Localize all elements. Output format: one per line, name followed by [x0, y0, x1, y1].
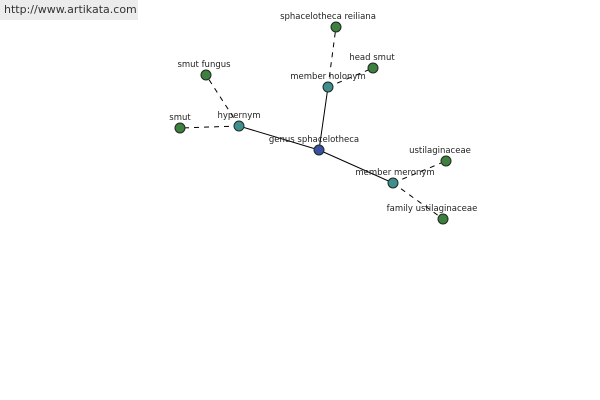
edge-center-hypernym	[238, 125, 320, 151]
node-label-familyust[interactable]: family ustilaginaceae	[387, 204, 478, 214]
node-label-headsmut[interactable]: head smut	[349, 53, 395, 63]
node-smut[interactable]	[174, 122, 186, 134]
node-label-hypernym[interactable]: hypernym	[217, 111, 260, 121]
node-center[interactable]	[313, 144, 325, 156]
graph-labels: genus sphacelotheca hypernym member holony…	[169, 12, 477, 214]
edge-hypernym-smutfungus	[205, 74, 240, 127]
node-label-holonym[interactable]: member holonym	[290, 72, 365, 82]
edge-center-meronym	[318, 149, 394, 184]
edge-holonym-headsmut	[327, 67, 374, 88]
site-url-banner[interactable]: http://www.artikata.com	[0, 0, 138, 20]
edge-holonym-reiliana	[327, 26, 337, 88]
node-label-smut[interactable]: smut	[169, 113, 191, 123]
node-familyust[interactable]	[437, 213, 449, 225]
edge-meronym-familyust	[392, 182, 444, 220]
node-label-smutfungus[interactable]: smut fungus	[177, 60, 231, 70]
edge-center-holonym	[318, 86, 329, 151]
node-reiliana[interactable]	[330, 21, 342, 33]
node-ustilaginaceae[interactable]	[440, 155, 452, 167]
graph-edges	[179, 26, 447, 220]
node-meronym[interactable]	[387, 177, 399, 189]
graph-nodes	[174, 21, 452, 225]
node-smutfungus[interactable]	[200, 69, 212, 81]
node-hypernym[interactable]	[233, 120, 245, 132]
node-headsmut[interactable]	[367, 62, 379, 74]
node-label-meronym[interactable]: member meronym	[355, 168, 434, 178]
node-holonym[interactable]	[322, 81, 334, 93]
edge-hypernym-smut	[179, 125, 240, 129]
node-label-ustilaginaceae[interactable]: ustilaginaceae	[409, 146, 471, 156]
node-label-center[interactable]: genus sphacelotheca	[269, 135, 359, 145]
node-label-reiliana[interactable]: sphacelotheca reiliana	[280, 12, 376, 22]
